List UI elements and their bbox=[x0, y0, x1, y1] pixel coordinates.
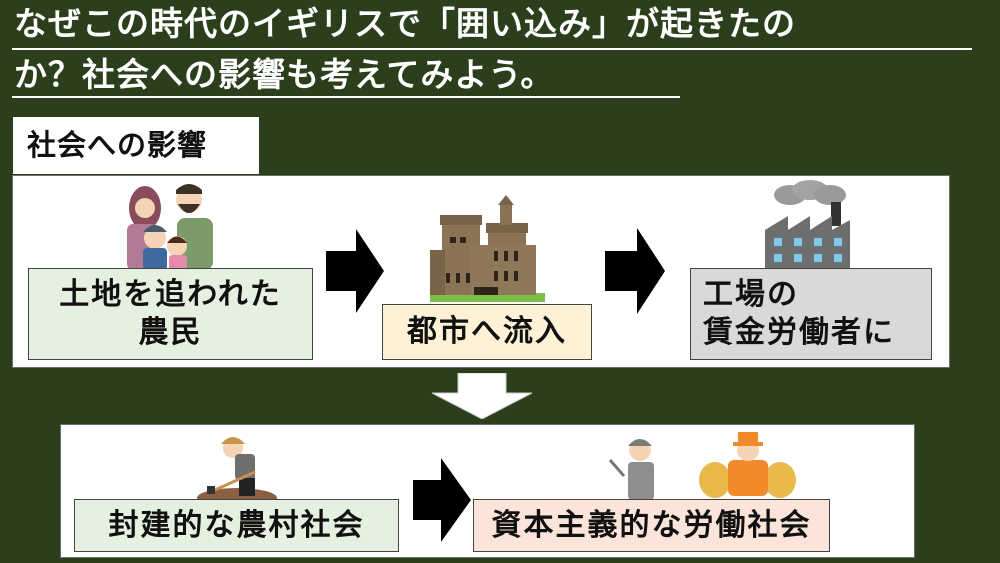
title-underline-1 bbox=[12, 48, 972, 50]
title-underline-2 bbox=[12, 96, 680, 98]
step-box-urban-migration: 都市へ流入 bbox=[382, 304, 592, 360]
castle-city-icon bbox=[430, 195, 545, 302]
title-line-1: なぜこの時代のイギリスで「囲い込み」が起きたの bbox=[14, 4, 796, 43]
step-label-line: 賃金労働者に bbox=[703, 315, 895, 350]
step-box-factory-workers: 工場の 賃金労働者に bbox=[690, 268, 932, 360]
step-box-capitalist-society: 資本主義的な労働社会 bbox=[473, 499, 830, 552]
refugee-family-icon bbox=[127, 184, 213, 270]
step-box-displaced-farmers: 土地を追われた 農民 bbox=[28, 268, 313, 360]
factory-icon bbox=[765, 180, 850, 270]
step-label-line: 工場の bbox=[703, 277, 799, 312]
title-line-2: か？社会への影響も考えてみよう。 bbox=[14, 55, 555, 94]
down-arrow-icon bbox=[431, 373, 533, 419]
step-label-line: 農民 bbox=[138, 315, 203, 350]
step-label: 資本主義的な労働社会 bbox=[491, 507, 812, 543]
right-arrow-icon bbox=[413, 458, 471, 542]
section-label: 社会への影響 bbox=[13, 117, 259, 174]
farmer-digging-icon bbox=[197, 437, 277, 500]
worker-and-capitalist-icon bbox=[608, 432, 796, 500]
step-box-feudal-society: 封建的な農村社会 bbox=[74, 499, 399, 552]
step-label: 封建的な農村社会 bbox=[108, 507, 365, 543]
right-arrow-icon bbox=[326, 229, 384, 313]
step-label-line: 土地を追われた bbox=[59, 277, 282, 312]
right-arrow-icon bbox=[605, 228, 665, 314]
step-label-line: 都市へ流入 bbox=[407, 314, 567, 349]
